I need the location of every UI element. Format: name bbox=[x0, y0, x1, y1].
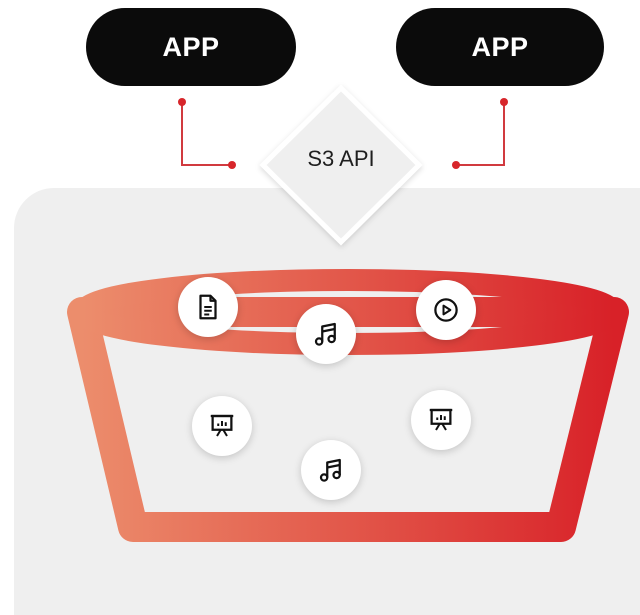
connector-right bbox=[452, 98, 508, 169]
music-icon-circle-top bbox=[296, 304, 356, 364]
music-icon-circle-bottom bbox=[301, 440, 361, 500]
presentation-chart-icon bbox=[210, 414, 234, 437]
presentation-icon-circle-left bbox=[192, 396, 252, 456]
presentation-icon-circle-right bbox=[411, 390, 471, 450]
s3-api-label: S3 API bbox=[307, 146, 375, 171]
play-icon-circle bbox=[416, 280, 476, 340]
app-node-left: APP bbox=[86, 8, 296, 86]
document-icon-circle bbox=[178, 277, 238, 337]
presentation-chart-icon bbox=[429, 408, 453, 431]
document-icon bbox=[199, 294, 217, 320]
connector-left bbox=[178, 98, 236, 169]
app-node-right: APP bbox=[396, 8, 604, 86]
s3-api-diamond bbox=[259, 84, 423, 246]
music-note-icon bbox=[314, 322, 336, 346]
play-icon bbox=[434, 298, 458, 322]
app-label-right: APP bbox=[471, 31, 529, 62]
app-label-left: APP bbox=[162, 31, 220, 62]
music-note-icon bbox=[319, 458, 341, 482]
